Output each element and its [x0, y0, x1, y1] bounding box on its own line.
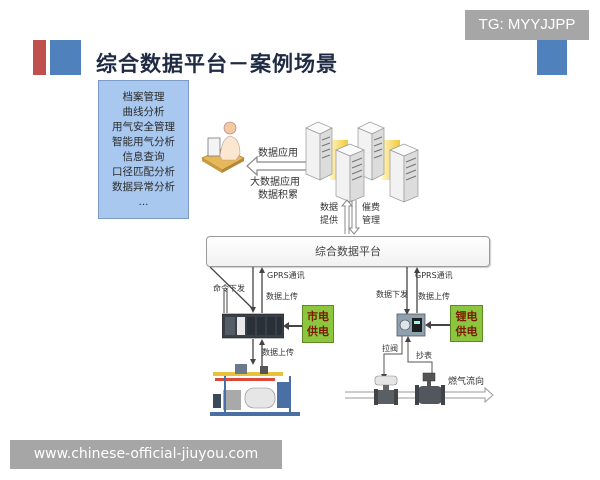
- server-cluster-icon: [305, 121, 419, 203]
- label-data: 数据: [320, 203, 339, 213]
- label-data-download: 数据下发: [376, 290, 408, 299]
- page-title: 综合数据平台－案例场景: [96, 52, 338, 76]
- feature-item: 智能用气分析: [112, 136, 175, 148]
- mains-power-line2: 供电: [307, 325, 329, 338]
- left-station-arrows: [210, 267, 265, 367]
- mains-power-box: 市电 供电: [302, 305, 334, 343]
- label-command-dispatch: 命令下发: [213, 284, 245, 293]
- connector-line: [286, 325, 302, 327]
- feature-item: 档案管理: [122, 91, 165, 103]
- label-data-upload-right: 数据上传: [418, 292, 450, 301]
- label-payment-reminder: 催费: [362, 203, 381, 213]
- right-station-arrows: [404, 267, 420, 315]
- user-workstation-icon: [201, 121, 245, 173]
- watermark-bottom: www.chinese-official-jiuyou.com: [10, 440, 282, 469]
- lithium-power-box: 锂电 供电: [450, 305, 483, 342]
- label-provide: 提供: [320, 216, 339, 226]
- feature-item: 信息查询: [122, 151, 165, 163]
- label-big-data-application: 大数据应用: [250, 177, 300, 188]
- arrow-left-icon: [425, 321, 431, 329]
- feature-item: ...: [138, 196, 149, 208]
- plc-controller-icon: [222, 313, 284, 339]
- gas-regulator-station-icon: [210, 364, 300, 416]
- accent-bar-blue: [50, 40, 81, 75]
- accent-bar-blue-right: [537, 40, 567, 75]
- label-data-accumulation: 数据积累: [258, 190, 298, 201]
- lithium-power-line1: 锂电: [455, 309, 478, 323]
- feature-item: 口径匹配分析: [112, 166, 175, 178]
- gas-pipeline-icon: [345, 372, 494, 405]
- mains-power-line1: 市电: [307, 310, 329, 323]
- connector-line: [428, 324, 450, 326]
- feature-item: 数据异常分析: [112, 181, 175, 193]
- feature-item: 曲线分析: [122, 106, 165, 118]
- label-data-upload-left: 数据上传: [266, 292, 298, 301]
- rtu-terminal-icon: [396, 313, 426, 337]
- label-gprs-left: GPRS通讯: [267, 271, 305, 280]
- accent-bar-red: [33, 40, 46, 75]
- label-pull-valve: 拉阀: [382, 344, 398, 353]
- feature-item: 用气安全管理: [112, 121, 175, 133]
- label-data-application: 数据应用: [258, 148, 298, 159]
- label-management: 管理: [362, 216, 381, 226]
- feature-list-box: 档案管理 曲线分析 用气安全管理 智能用气分析 信息查询 口径匹配分析 数据异常…: [98, 80, 189, 219]
- label-gprs-right: GPRS通讯: [415, 271, 453, 280]
- bidirectional-arrow-icon: [340, 199, 360, 235]
- label-gas-flow-direction: 燃气流向: [448, 377, 485, 387]
- watermark-top: TG: MYYJJPP: [465, 10, 589, 40]
- data-application-arrow-icon: [246, 155, 313, 177]
- lithium-power-line2: 供电: [455, 324, 478, 338]
- arrow-left-icon: [283, 322, 289, 330]
- label-meter-reading: 抄表: [416, 351, 432, 360]
- integrated-data-platform: 综合数据平台: [206, 236, 490, 267]
- label-data-upload-left-2: 数据上传: [262, 348, 294, 357]
